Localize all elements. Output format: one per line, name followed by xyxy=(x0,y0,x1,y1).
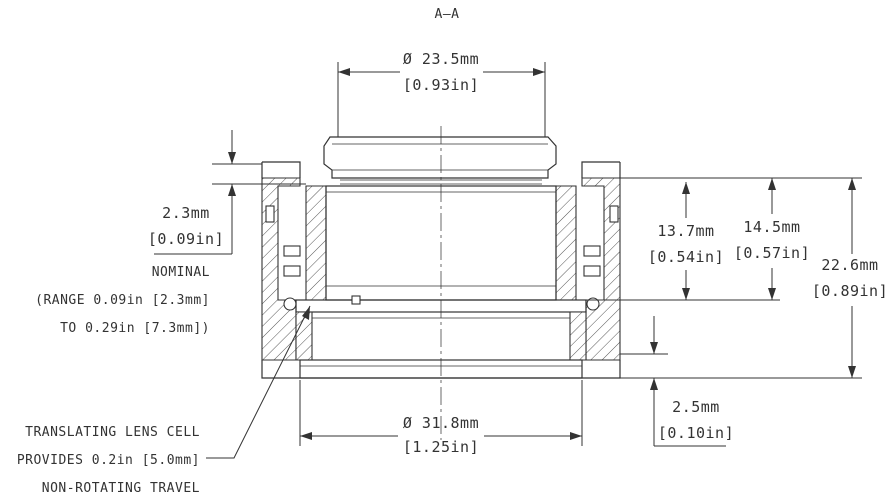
total-height-mm: 22.6mm xyxy=(821,256,878,274)
dim-bottom-diameter: Ø 31.8mm [1.25in] xyxy=(299,380,583,456)
lens-cell-callout: TRANSLATING LENS CELL PROVIDES 0.2in [5.… xyxy=(17,305,311,496)
dim-total-height: 22.6mm [0.89in] xyxy=(812,178,886,378)
left-offset-in: [0.09in] xyxy=(148,230,224,248)
lens-cell-line-1: TRANSLATING LENS CELL xyxy=(25,425,200,440)
left-offset-mm: 2.3mm xyxy=(162,204,210,222)
dim-top-diameter: Ø 23.5mm [0.93in] xyxy=(337,50,546,137)
top-dia-mm: Ø 23.5mm xyxy=(403,50,479,68)
lens-cell-line-2: PROVIDES 0.2in [5.0mm] xyxy=(17,453,200,468)
lens-tube-section xyxy=(261,136,621,379)
dim-bottom-offset: 2.5mm [0.10in] xyxy=(620,316,734,447)
bottom-offset-mm: 2.5mm xyxy=(672,398,720,416)
section-label: A—A xyxy=(435,7,460,22)
dim-left-offset: 2.3mm [0.09in] xyxy=(148,130,306,255)
inner-height-in: [0.57in] xyxy=(734,244,810,262)
dim-travel: 13.7mm [0.54in] xyxy=(648,182,724,300)
inner-height-mm: 14.5mm xyxy=(743,218,800,236)
travel-in: [0.54in] xyxy=(648,248,724,266)
lens-cell-line-3: NON-ROTATING TRAVEL xyxy=(42,481,200,496)
nominal-line-3: TO 0.29in [7.3mm]) xyxy=(60,321,210,336)
bottom-dia-in: [1.25in] xyxy=(403,438,479,456)
travel-mm: 13.7mm xyxy=(657,222,714,240)
bottom-offset-in: [0.10in] xyxy=(658,424,734,442)
nominal-line-1: NOMINAL xyxy=(152,265,210,280)
nominal-line-2: (RANGE 0.09in [2.3mm] xyxy=(35,293,210,308)
nominal-note: NOMINAL (RANGE 0.09in [2.3mm] TO 0.29in … xyxy=(35,265,210,336)
dim-inner-height: 14.5mm [0.57in] xyxy=(734,178,810,300)
bottom-dia-mm: Ø 31.8mm xyxy=(403,414,479,432)
top-dia-in: [0.93in] xyxy=(403,76,479,94)
total-height-in: [0.89in] xyxy=(812,282,886,300)
